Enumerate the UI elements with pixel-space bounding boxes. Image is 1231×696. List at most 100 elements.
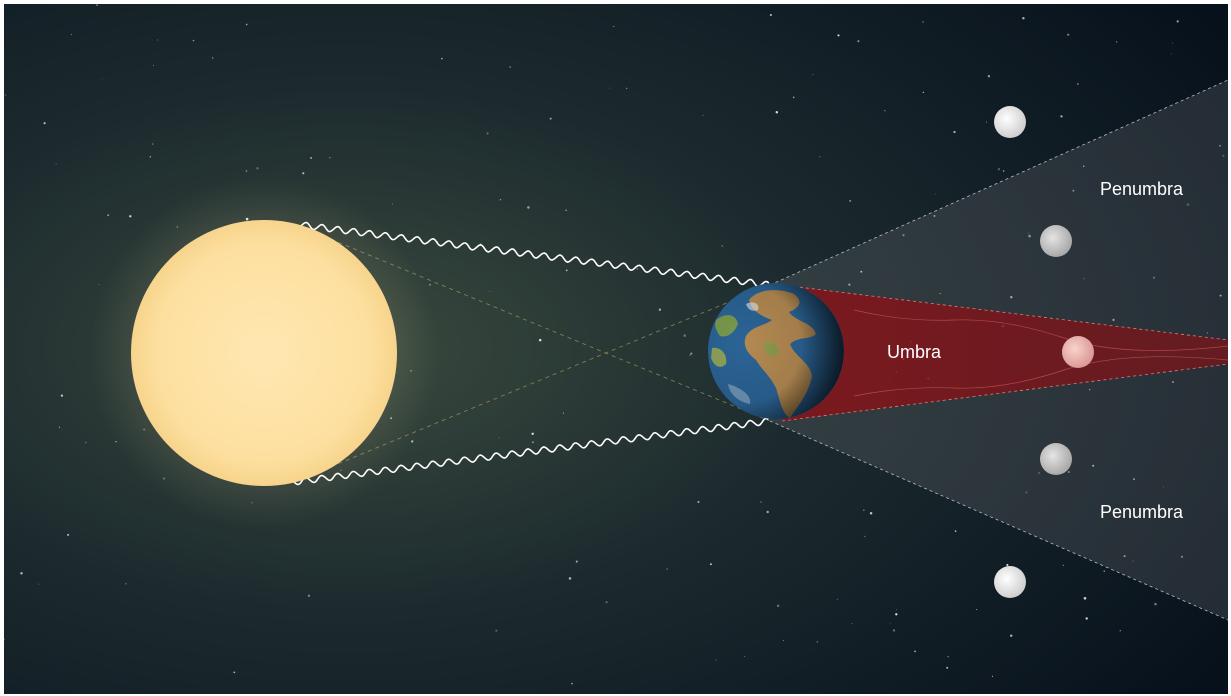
star (441, 57, 443, 60)
sun-icon (131, 220, 397, 486)
star (151, 143, 154, 145)
star (98, 284, 100, 286)
star (96, 4, 99, 7)
star (212, 57, 214, 59)
star (715, 659, 717, 661)
star (1092, 464, 1095, 467)
star (256, 167, 259, 170)
star (697, 501, 700, 503)
star (1172, 381, 1174, 383)
star (939, 292, 941, 295)
star (1025, 491, 1028, 494)
star (869, 512, 873, 515)
star (429, 283, 431, 286)
earth-icon (708, 283, 844, 419)
star (70, 34, 72, 36)
star (997, 167, 1001, 171)
star (812, 73, 814, 76)
star (125, 583, 127, 585)
penumbra-label-bottom: Penumbra (1100, 502, 1184, 522)
star (58, 426, 61, 428)
star (1022, 16, 1025, 20)
star (509, 66, 511, 68)
star (565, 269, 568, 272)
star (914, 650, 917, 653)
star (1068, 471, 1070, 473)
star (562, 412, 565, 414)
star (527, 206, 530, 209)
star (20, 572, 23, 575)
star (819, 156, 821, 158)
star (792, 96, 795, 99)
star (1154, 602, 1157, 606)
star (864, 535, 866, 538)
star (783, 639, 785, 641)
star (935, 193, 937, 195)
star (1072, 189, 1075, 192)
star (769, 13, 773, 17)
star (1119, 630, 1122, 632)
refracted-ray-top (853, 309, 1228, 351)
star (709, 563, 712, 566)
star (922, 21, 924, 23)
star (837, 34, 840, 37)
star (392, 203, 393, 205)
star (329, 157, 331, 159)
star (568, 577, 572, 580)
star (571, 682, 573, 685)
star (1181, 555, 1183, 558)
star (1172, 42, 1174, 44)
star (565, 209, 567, 211)
star (192, 39, 195, 42)
star (689, 354, 691, 356)
star (1088, 388, 1091, 391)
star (987, 74, 991, 78)
star (43, 122, 46, 125)
star (775, 110, 779, 114)
star (1009, 634, 1013, 637)
star (933, 214, 936, 217)
star (1133, 478, 1135, 481)
star (1170, 53, 1172, 55)
star (532, 441, 534, 444)
star (1085, 617, 1088, 620)
star (1077, 83, 1079, 85)
moon-icon (1040, 225, 1072, 257)
star (690, 352, 693, 355)
star (1028, 234, 1031, 238)
star (1006, 563, 1009, 567)
star (836, 598, 838, 600)
star (860, 270, 863, 273)
umbra-edge-bottom (781, 363, 1228, 422)
star (55, 163, 57, 165)
moon-icon (1040, 443, 1072, 475)
star (310, 156, 313, 159)
star (4, 94, 7, 96)
star (1152, 276, 1156, 279)
star (1083, 278, 1085, 280)
star (766, 510, 769, 514)
star (896, 609, 898, 611)
star (1132, 560, 1134, 562)
crossing-line-down (293, 223, 771, 422)
star (85, 441, 87, 444)
moon-icon (994, 566, 1026, 598)
star (1028, 232, 1030, 234)
star (744, 656, 746, 658)
star (1103, 570, 1105, 572)
star (946, 666, 949, 669)
star (153, 65, 155, 66)
star (129, 215, 132, 218)
star (1206, 332, 1209, 334)
crossing-line-up (293, 284, 771, 483)
star (38, 583, 40, 585)
star (613, 26, 615, 28)
star (954, 530, 957, 532)
star (107, 214, 110, 217)
star (67, 533, 70, 536)
penumbra-edge-bottom (769, 420, 1228, 621)
star (4, 638, 5, 640)
star (902, 234, 905, 237)
star (149, 156, 152, 158)
